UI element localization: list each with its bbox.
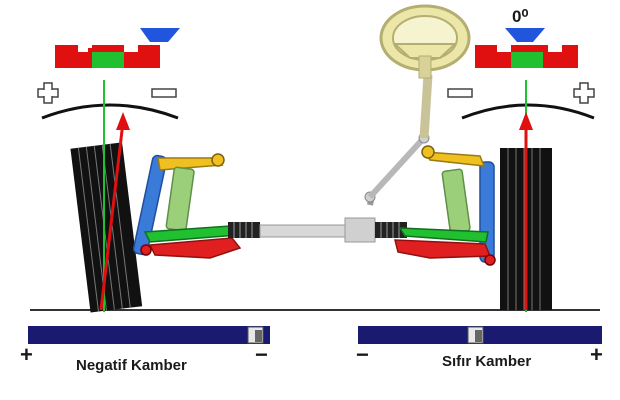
steering-wheel-icon [379,4,471,79]
left-camber-scale [28,326,270,344]
right-plus-icon [573,82,595,104]
right-suspension [394,145,496,266]
steering-rack [228,217,407,243]
left-indicator-arrow-icon [140,28,180,42]
left-wheel-axis-line [99,121,125,311]
left-caption: Negatif Kamber [76,357,187,374]
right-caption: Sıfır Kamber [442,353,531,370]
right-scale-minus: − [356,342,369,367]
right-minus-icon [447,88,473,98]
left-gauge-arc [41,103,179,120]
right-gauge-arc [461,103,595,120]
right-scale-plus: + [590,342,603,367]
left-camber-gauge [55,45,160,68]
left-scale-plus: + [20,342,33,367]
right-camber-scale [358,326,602,344]
right-gauge-value: 0⁰ [512,7,528,26]
left-scale-minus: − [255,342,268,367]
left-tire [70,142,143,313]
right-axis-arrow-icon [519,112,533,130]
left-plus-icon [37,82,59,104]
right-indicator-arrow-icon [505,28,545,42]
left-axis-arrow-icon [116,112,130,130]
left-suspension [132,153,242,259]
right-camber-gauge [475,45,578,68]
steering-column [364,74,433,206]
left-minus-icon [151,88,177,98]
